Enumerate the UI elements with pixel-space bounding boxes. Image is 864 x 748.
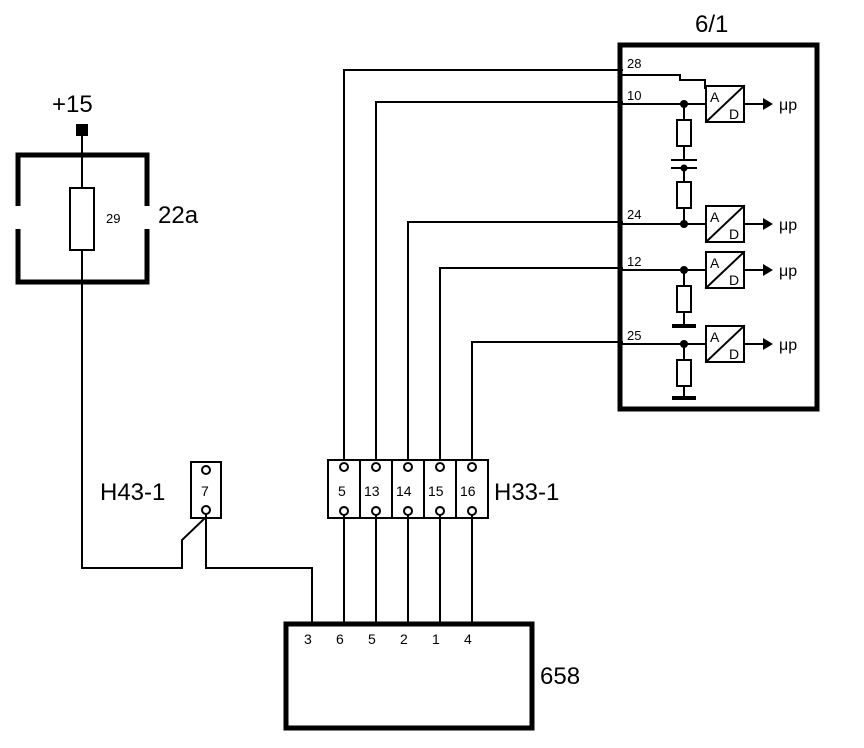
h33-pin-bottom [371,506,381,516]
fuse-29 [69,187,95,251]
adc-12-d: D [729,272,739,288]
h33-pin-top [403,462,413,472]
h33-pin-label-5: 5 [338,483,346,499]
h33-pin-label-16: 16 [460,483,476,499]
h33-pin-top [371,462,381,472]
adc-12-arrow [763,264,773,276]
connector-h43-pin-bottom [201,505,211,515]
wire-ecu10-h33pin13 [375,101,623,467]
connector-h33-label: H33-1 [494,479,559,506]
adc-10-diag [704,84,746,124]
connector-h43-pin-top [201,465,211,475]
sensor-pin-4: 4 [464,631,472,647]
sensor-pin-5: 5 [368,631,376,647]
h33-pin-top [435,462,445,472]
wire-ecu24-h33pin14 [407,221,623,467]
wire-h43-to-sensor [205,513,313,625]
supply-terminal [76,124,88,136]
ecu-pin-25: 25 [627,328,641,343]
supply-label: +15 [52,91,93,118]
h33-pin-label-15: 15 [428,483,444,499]
adc-24-a: A [710,209,720,225]
resistor-10 [676,119,692,147]
ecu-pin-10: 10 [627,88,641,103]
adc-25-d: D [729,346,739,362]
connector-h43: 7 H43-1 [100,461,222,519]
resistor-12 [676,285,692,313]
adc-12-output: μp [779,263,797,280]
fuse-number: 29 [106,211,120,226]
wire-fuse-to-h43 [81,249,207,569]
sensor-pin-2: 2 [400,631,408,647]
fuse-box-label: 22a [158,202,199,229]
h33-pin-label-14: 14 [396,483,412,499]
adc-24-diag [704,204,746,244]
adc-24-d: D [729,226,739,242]
resistor-24 [676,181,692,209]
sensor-pin-3: 3 [304,631,312,647]
sensor-pin-1: 1 [432,631,440,647]
adc-25: A D μp [704,324,797,364]
ecu-pin-28-switch [621,74,706,89]
adc-10-a: A [710,89,720,105]
wire-ecu28-h33pin5 [343,69,623,467]
wire-ecu12-h33pin15 [439,267,623,467]
ecu-pin-12: 12 [627,254,641,269]
sensor-pin-6: 6 [336,631,344,647]
sensor-label: 658 [540,663,580,690]
adc-10-output: μp [779,97,797,114]
h33-pin-bottom [467,506,477,516]
h33-pin-bottom [403,506,413,516]
ecu: 6/1 28 10 24 12 25 [617,11,820,412]
ecu-label: 6/1 [695,11,728,38]
h33-pin-top [467,462,477,472]
adc-10-arrow [763,98,773,110]
h33-pin-bottom [339,506,349,516]
sensor-frame [283,621,535,731]
ecu-pin-24: 24 [627,207,641,222]
h33-pin-bottom [435,506,445,516]
h33-pin-label-13: 13 [364,483,380,499]
adc-25-arrow [763,338,773,350]
ecu-pin-28: 28 [627,56,641,71]
connector-h43-label: H43-1 [100,479,165,506]
adc-12-diag [704,250,746,290]
sensor-658: 3 6 5 2 1 4 658 [283,621,580,731]
connector-h33: 5 13 14 15 16 H33-1 [327,459,559,519]
node-24 [680,220,688,228]
adc-12-a: A [710,255,720,271]
adc-25-output: μp [779,337,797,354]
adc-25-diag [704,324,746,364]
ecu-frame [617,42,820,412]
adc-24-arrow [763,218,773,230]
wire-ecu25-h33pin16 [471,341,623,467]
connector-h43-pin-label: 7 [201,483,209,499]
adc-24: A D μp [704,204,797,244]
adc-10-d: D [729,106,739,122]
adc-24-output: μp [779,217,797,234]
adc-12: A D μp [704,250,797,290]
resistor-25 [676,359,692,387]
adc-10: A D μp [704,84,797,124]
h33-pin-top [339,462,349,472]
adc-25-a: A [710,329,720,345]
fuse-box: 29 22a [15,152,199,285]
